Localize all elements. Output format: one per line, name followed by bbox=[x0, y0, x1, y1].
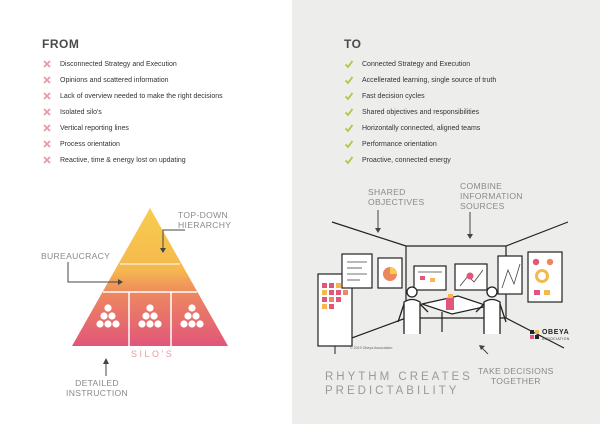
from-panel: FROM Disconnected Strategy and Execution… bbox=[0, 0, 292, 424]
obeya-logo-subtitle: ASSOCIATION bbox=[542, 337, 570, 341]
list-item: Accellerated learning, single source of … bbox=[344, 72, 497, 88]
list-item-label: Vertical reporting lines bbox=[60, 124, 129, 132]
list-item-label: Connected Strategy and Execution bbox=[362, 60, 471, 68]
list-item-label: Proactive, connected energy bbox=[362, 156, 451, 164]
right-board-people bbox=[532, 258, 554, 295]
table bbox=[419, 295, 491, 332]
obeya-room-illustration bbox=[317, 210, 569, 355]
list-item: Shared objectives and responsibilities bbox=[344, 104, 496, 120]
list-item-label: Lack of overview needed to make the righ… bbox=[60, 92, 223, 100]
list-item-label: Disconnected Strategy and Execution bbox=[60, 60, 177, 68]
cross-icon bbox=[43, 124, 51, 132]
list-item: Connected Strategy and Execution bbox=[344, 56, 496, 72]
list-item-label: Horizontally connected, aligned teams bbox=[362, 124, 481, 132]
to-panel: TO Connected Strategy and Execution Acce… bbox=[292, 0, 600, 424]
list-item-label: Reactive, time & energy lost on updating bbox=[60, 156, 186, 164]
bureaucracy-label: BUREAUCRACY bbox=[41, 251, 111, 261]
obeya-logo-icon bbox=[530, 330, 539, 339]
list-item: Vertical reporting lines bbox=[43, 120, 223, 136]
checkmark-icon bbox=[344, 92, 354, 101]
silos-label: SILO'S bbox=[131, 349, 175, 359]
to-list: Connected Strategy and Execution Accelle… bbox=[344, 56, 497, 168]
cross-icon bbox=[43, 76, 51, 84]
rhythm-tagline-line2: PREDICTABILITY bbox=[325, 385, 460, 397]
list-item: Proactive, connected energy bbox=[344, 152, 496, 168]
list-item-label: Shared objectives and responsibilities bbox=[362, 108, 480, 116]
cross-icon bbox=[43, 60, 51, 68]
pyramid-shape bbox=[72, 208, 228, 346]
cross-icon bbox=[43, 140, 51, 148]
checkmark-icon bbox=[344, 124, 354, 133]
silo-pyramid-diagram bbox=[67, 208, 228, 376]
list-item: Horizontally connected, aligned teams bbox=[344, 120, 496, 136]
list-item-label: Process orientation bbox=[60, 140, 120, 148]
from-list: Disconnected Strategy and Execution Opin… bbox=[43, 56, 223, 168]
checkmark-icon bbox=[344, 108, 354, 117]
to-heading: TO bbox=[344, 37, 362, 51]
cross-icon bbox=[43, 156, 51, 164]
list-item: Fast decision cycles bbox=[344, 88, 496, 104]
people-circles bbox=[96, 304, 204, 328]
list-item-label: Opinions and scattered information bbox=[60, 76, 169, 84]
list-item: Process orientation bbox=[43, 136, 223, 152]
checkmark-icon bbox=[344, 60, 354, 69]
cross-icon bbox=[43, 92, 51, 100]
person-figures bbox=[397, 286, 507, 334]
list-item: Opinions and scattered information bbox=[43, 72, 223, 88]
from-heading: FROM bbox=[42, 37, 80, 51]
checkmark-icon bbox=[344, 140, 354, 149]
list-item-label: Accellerated learning, single source of … bbox=[362, 76, 497, 84]
list-item: Reactive, time & energy lost on updating bbox=[43, 152, 223, 168]
list-item: Performance orientation bbox=[344, 136, 496, 152]
copyright-text: © 2019 Obeya Association bbox=[350, 346, 393, 350]
list-item: Lack of overview needed to make the righ… bbox=[43, 88, 223, 104]
obeya-logo-text: OBEYA bbox=[542, 329, 570, 336]
list-item-label: Isolated silo's bbox=[60, 108, 102, 116]
list-item-label: Performance orientation bbox=[362, 140, 437, 148]
list-item: Isolated silo's bbox=[43, 104, 223, 120]
checkmark-icon bbox=[344, 156, 354, 165]
checkmark-icon bbox=[344, 76, 354, 85]
list-item: Disconnected Strategy and Execution bbox=[43, 56, 223, 72]
rhythm-tagline-line1: RHYTHM CREATES bbox=[325, 371, 473, 383]
list-item-label: Fast decision cycles bbox=[362, 92, 425, 100]
cross-icon bbox=[43, 108, 51, 116]
